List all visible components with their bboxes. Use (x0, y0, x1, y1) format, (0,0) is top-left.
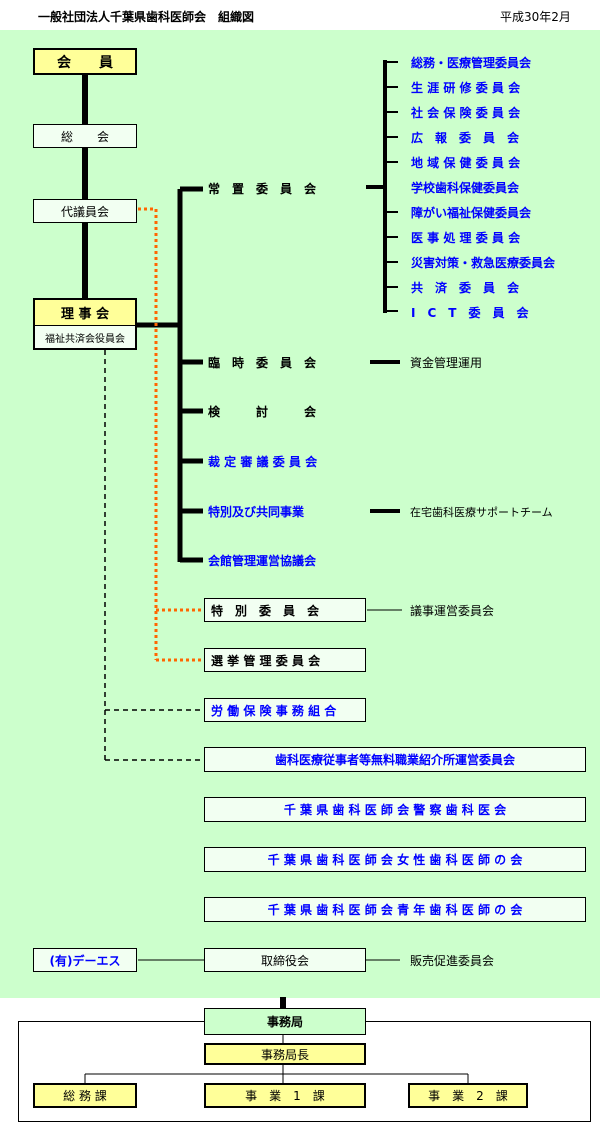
board-sub: 福祉共済会役員会 (35, 326, 135, 348)
temporary-committee-label: 臨 時 委 員 会 (208, 356, 317, 370)
general-meeting-box: 総 会 (33, 124, 137, 148)
temporary-sub-label: 資金管理運用 (410, 356, 483, 370)
delegates-box: 代議員会 (33, 199, 137, 223)
general-affairs-section-box: 総 務 課 (33, 1083, 137, 1108)
special-committee-box: 特 別 委 員 会 (204, 598, 366, 622)
hall-council-label: 会館管理運営協議会 (208, 554, 317, 568)
youth-dentists-box: 千 葉 県 歯 科 医 師 会 青 年 歯 科 医 師 の 会 (204, 897, 586, 922)
list-item: 社 会 保 険 委 員 会 (411, 106, 521, 120)
labor-insurance-box: 労 働 保 険 事 務 組 合 (204, 698, 366, 722)
page-date: 平成30年2月 (500, 10, 571, 24)
list-item: 障がい福祉保健委員会 (411, 206, 532, 220)
members-box: 会 員 (33, 48, 137, 75)
company-box: (有)デーエス (33, 948, 137, 972)
board-box: 理 事 会 福祉共済会役員会 (33, 298, 137, 350)
list-item: 医 事 処 理 委 員 会 (411, 231, 521, 245)
list-item: 共 済 委 員 会 (411, 281, 520, 295)
page-title: 一般社団法人千葉県歯科医師会 組織図 (38, 10, 255, 24)
women-dentists-box: 千 葉 県 歯 科 医 師 会 女 性 歯 科 医 師 の 会 (204, 847, 586, 872)
business-section-1-box: 事 業 1 課 (204, 1083, 366, 1108)
standing-committee-list: 総務・医療管理委員会 生 涯 研 修 委 員 会 社 会 保 険 委 員 会 広… (405, 54, 595, 329)
special-joint-label: 特別及び共同事業 (208, 505, 305, 519)
special-sub-label: 議事運営委員会 (410, 604, 495, 618)
police-dentists-box: 千 葉 県 歯 科 医 師 会 警 察 歯 科 医 会 (204, 797, 586, 822)
list-item: 学校歯科保健委員会 (411, 181, 520, 195)
list-item: 災害対策・救急医療委員会 (411, 256, 556, 270)
election-committee-box: 選 挙 管 理 委 員 会 (204, 648, 366, 672)
list-item: 総務・医療管理委員会 (411, 56, 532, 70)
review-label: 検 討 会 (208, 405, 317, 419)
office-bureau-box: 事務局 (204, 1008, 366, 1035)
business-section-2-box: 事 業 2 課 (408, 1083, 528, 1108)
placement-committee-box: 歯科医療従事者等無料職業紹介所運営委員会 (204, 747, 586, 772)
org-chart-area (0, 30, 600, 998)
arbitration-label: 裁 定 審 議 委 員 会 (208, 455, 318, 469)
list-item: 生 涯 研 修 委 員 会 (411, 81, 521, 95)
directors-box: 取締役会 (204, 948, 366, 972)
office-chief-box: 事務局長 (204, 1043, 366, 1065)
board-title: 理 事 会 (35, 300, 135, 326)
list-item: I C T 委 員 会 (411, 306, 529, 320)
sales-committee-label: 販売促進委員会 (410, 954, 495, 968)
list-item: 地 域 保 健 委 員 会 (411, 156, 521, 170)
standing-committee-label: 常 置 委 員 会 (208, 182, 317, 196)
special-joint-sub-label: 在宅歯科医療サポートチーム (410, 506, 553, 519)
list-item: 広 報 委 員 会 (411, 131, 520, 145)
